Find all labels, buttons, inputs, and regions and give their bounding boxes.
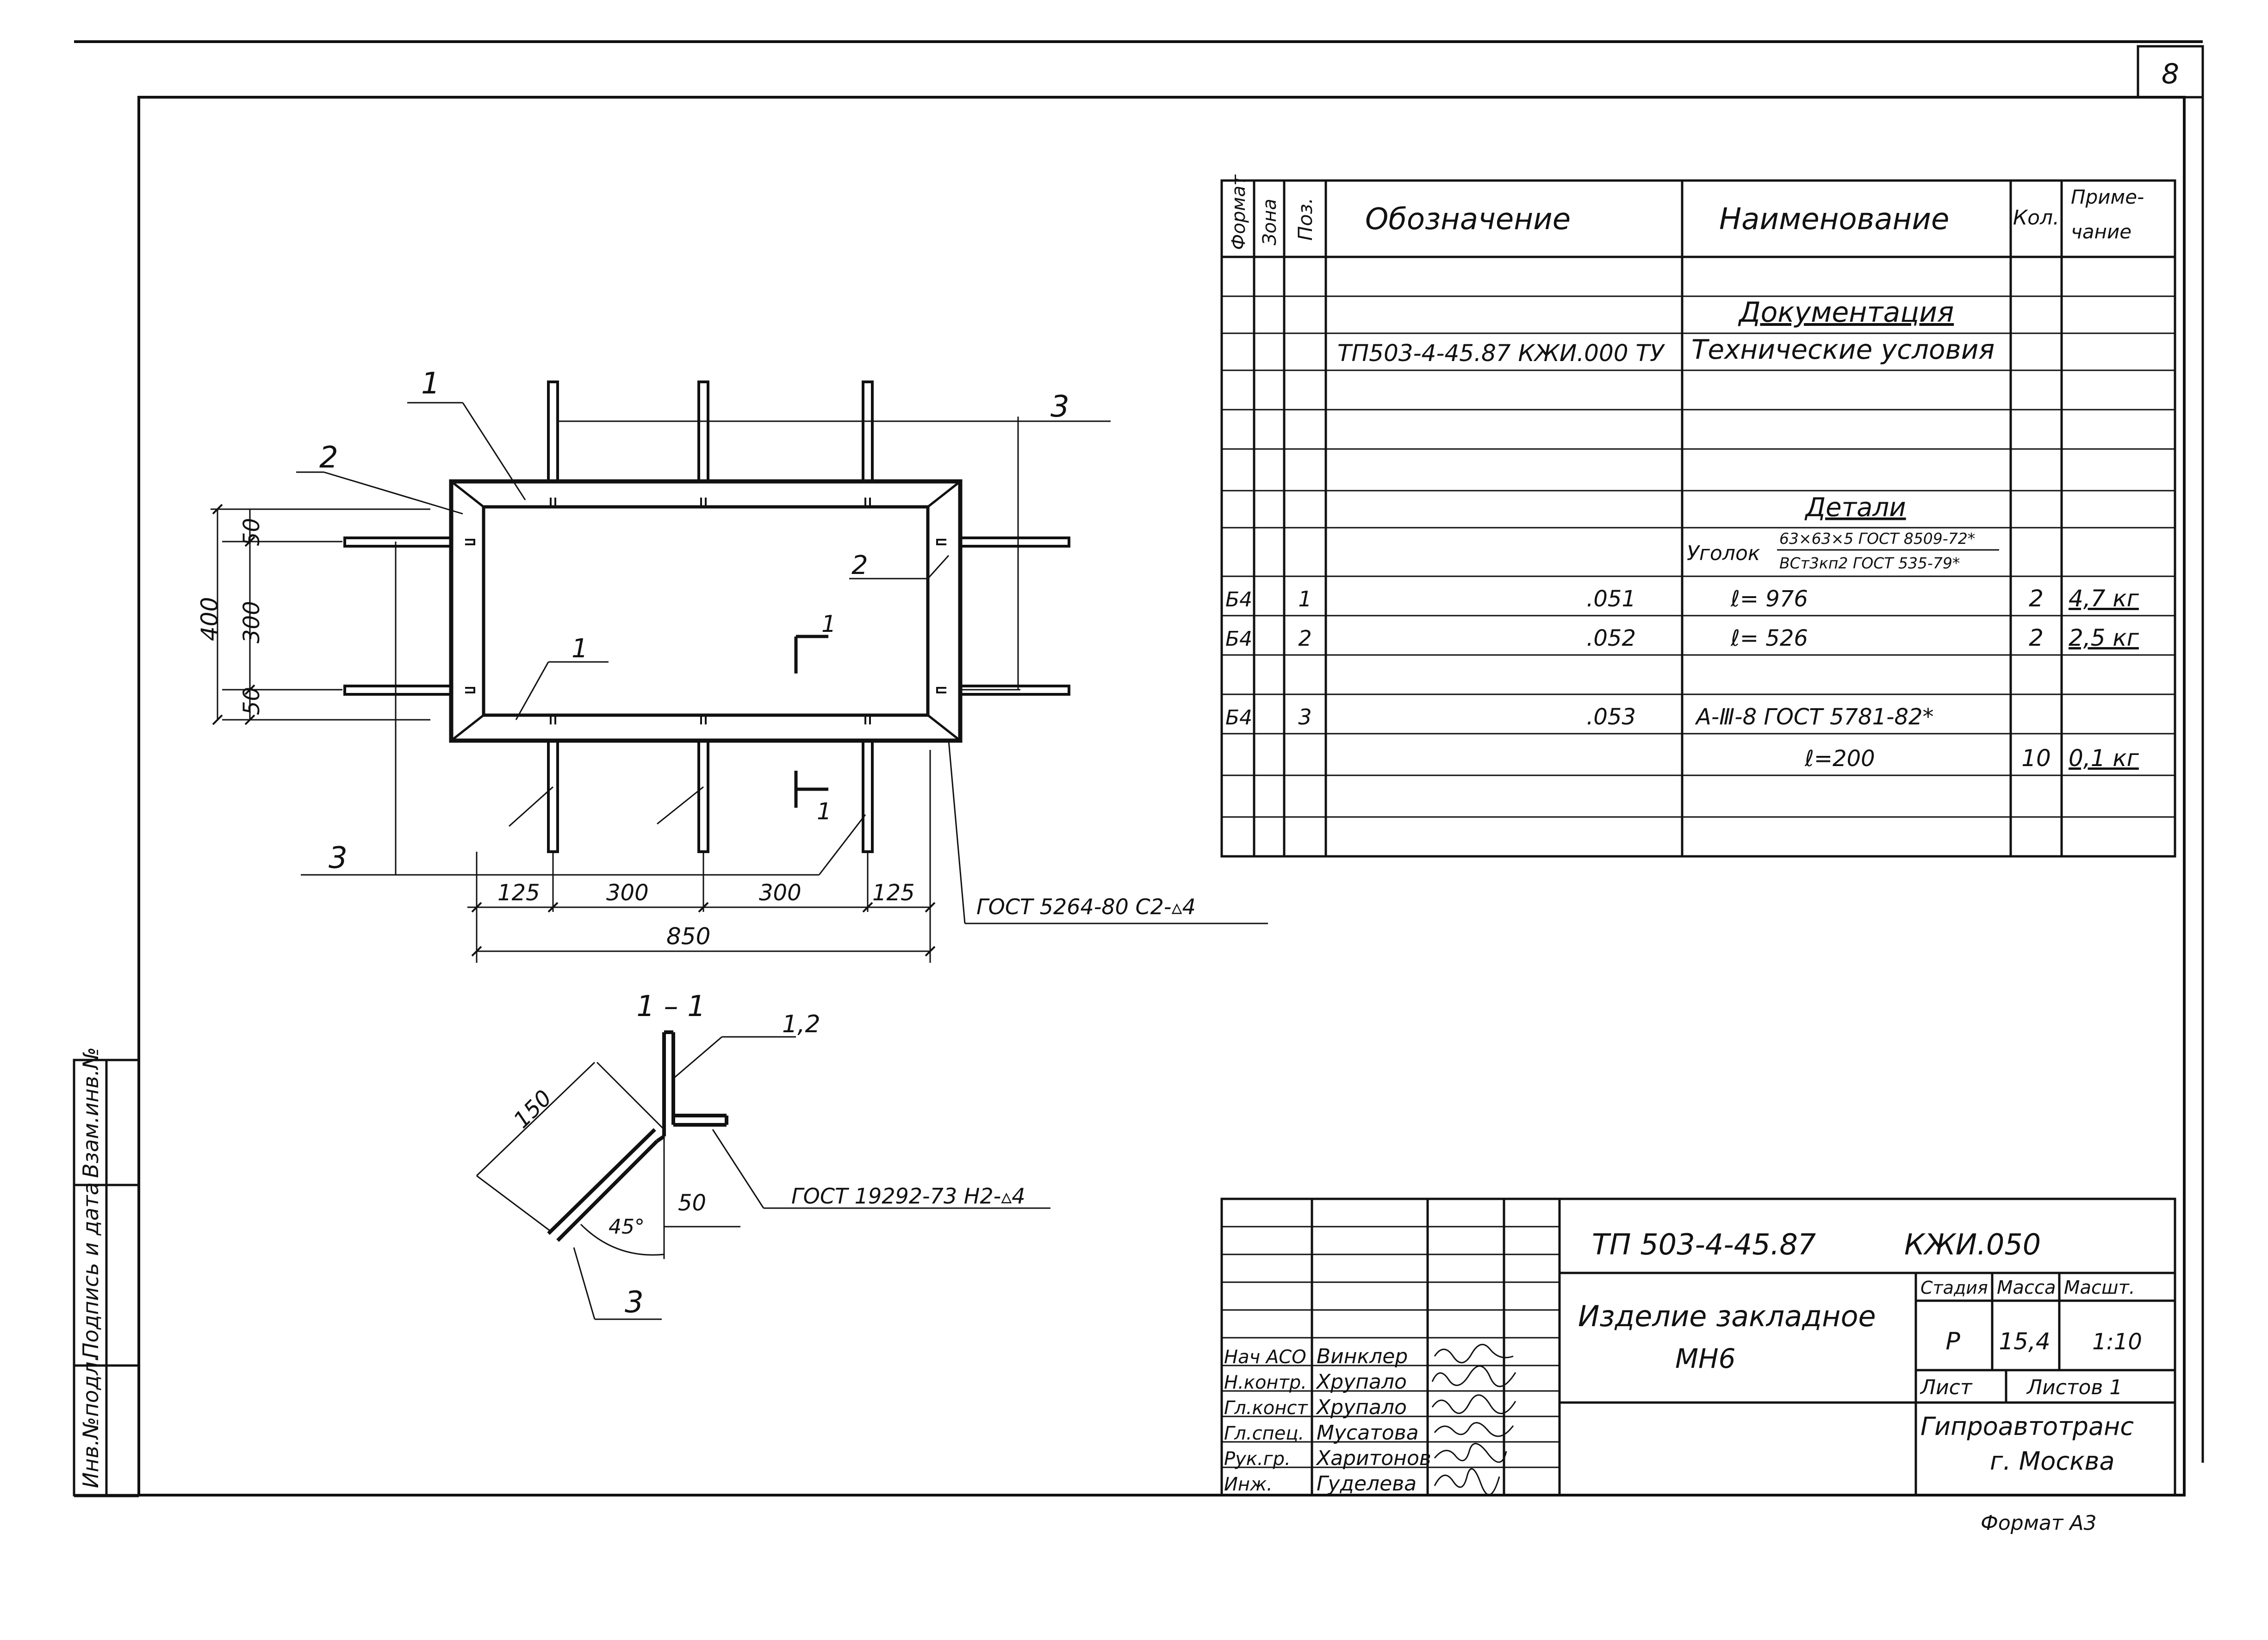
- title-block-stage: Р: [1945, 1328, 1960, 1355]
- spec-section-parts: Детали: [1804, 493, 1906, 523]
- dim-300-b: 300: [759, 880, 802, 906]
- spec-row-2-designation: .052: [1586, 625, 1636, 651]
- sheet-number: 8: [2162, 58, 2179, 90]
- spec-row-4-note: 0,1 кг: [2069, 745, 2139, 772]
- plan-label-2-inner: 2: [851, 550, 868, 580]
- spec-row-1-name: ℓ= 976: [1730, 586, 1808, 612]
- spec-angle-steel: ВСт3кп2 ГОСТ 535-79*: [1779, 554, 1960, 572]
- spec-row-2-qty: 2: [2029, 624, 2044, 651]
- staff-role-3: Гл.конст: [1224, 1397, 1308, 1419]
- staff-name-5: Харитонов: [1316, 1447, 1431, 1470]
- spec-row-1-qty: 2: [2029, 585, 2044, 612]
- dim-125-left: 125: [497, 880, 540, 906]
- title-block-grid: [1220, 1197, 2176, 1497]
- dim-850: 850: [666, 923, 710, 950]
- spec-row-3-name: А-Ⅲ-8 ГОСТ 5781-82*: [1695, 704, 1934, 730]
- section-dim-150: 150: [509, 1085, 557, 1133]
- title-block-code: ТП 503-4-45.87: [1592, 1228, 1816, 1261]
- spec-row-2-note: 2,5 кг: [2069, 624, 2139, 651]
- section-marker-bottom: 1: [817, 798, 832, 825]
- dim-300-a: 300: [606, 880, 649, 906]
- spec-header-qty: Кол.: [2013, 206, 2059, 230]
- staff-role-6: Инж.: [1224, 1474, 1273, 1495]
- spec-row-2-pos: 2: [1298, 626, 1311, 651]
- plan-label-3-bottom: 3: [329, 841, 348, 875]
- spec-row-1-designation: .051: [1586, 586, 1636, 612]
- staff-role-1: Нач АСО: [1224, 1347, 1306, 1368]
- section-weld-note: ГОСТ 19292-73 Н2-▵4: [791, 1184, 1025, 1209]
- title-block-sheets: Листов 1: [2026, 1376, 2122, 1399]
- plan-label-1-top: 1: [421, 367, 440, 401]
- staff-name-3: Хрупало: [1316, 1396, 1407, 1419]
- spec-row-3-designation: .053: [1586, 704, 1636, 730]
- staff-name-6: Гуделева: [1317, 1472, 1417, 1496]
- sheet-frame: [74, 40, 2204, 1497]
- title-block-title-2: МН6: [1675, 1343, 1736, 1374]
- spec-row-1-note: 4,7 кг: [2069, 585, 2139, 612]
- staff-role-5: Рук.гр.: [1224, 1448, 1291, 1470]
- dim-400-vertical: 400: [196, 597, 223, 641]
- side-stamp-inv-no: Инв.№подл.: [78, 1355, 103, 1488]
- section-label-3: 3: [625, 1285, 644, 1320]
- section-title: 1 – 1: [636, 989, 705, 1023]
- spec-row-2-name: ℓ= 526: [1730, 625, 1808, 651]
- staff-role-4: Гл.спец.: [1224, 1423, 1304, 1444]
- staff-name-2: Хрупало: [1316, 1370, 1407, 1394]
- spec-row-4-name: ℓ=200: [1804, 746, 1875, 772]
- title-block-scale: 1:10: [2092, 1329, 2142, 1355]
- section-view: [476, 1030, 1050, 1320]
- side-stamp-replaced-inv: Взам.инв.№: [78, 1047, 103, 1178]
- side-stamp: [73, 1059, 140, 1497]
- spec-header-pos: Поз.: [1294, 198, 1317, 241]
- spec-header-zone: Зона: [1259, 199, 1280, 245]
- staff-name-1: Винклер: [1317, 1345, 1408, 1368]
- spec-row-4-qty: 10: [2021, 745, 2051, 772]
- section-dim-50: 50: [678, 1190, 706, 1216]
- title-block-title-1: Изделие закладное: [1578, 1299, 1876, 1333]
- plan-view: [211, 380, 1268, 963]
- title-block-head-scale: Масшт.: [2064, 1277, 2135, 1298]
- plan-label-1-inner: 1: [572, 634, 588, 664]
- title-block-mark: КЖИ.050: [1904, 1228, 2041, 1261]
- staff-role-2: Н.контр.: [1224, 1372, 1307, 1393]
- spec-section-documentation: Документация: [1738, 296, 1954, 329]
- spec-header-designation: Обозначение: [1365, 202, 1571, 237]
- plan-weld-note: ГОСТ 5264-80 С2-▵4: [976, 894, 1196, 919]
- title-block-mass: 15,4: [1999, 1328, 2050, 1355]
- spec-row-1-format: Б4: [1225, 588, 1252, 611]
- staff-name-4: Мусатова: [1317, 1421, 1419, 1445]
- dim-50-bottom: 50: [239, 687, 265, 715]
- spec-row-2-format: Б4: [1225, 627, 1252, 651]
- section-label-1-2: 1,2: [782, 1010, 820, 1038]
- spec-header-name: Наименование: [1719, 202, 1949, 237]
- plan-label-3-right: 3: [1050, 390, 1069, 424]
- section-marker-top: 1: [821, 611, 836, 637]
- spec-doc-designation: ТП503-4-45.87 КЖИ.000 ТУ: [1337, 340, 1665, 367]
- spec-row-1-pos: 1: [1298, 586, 1311, 611]
- title-block-sheet: Лист: [1920, 1376, 1973, 1399]
- dim-125-right: 125: [872, 880, 915, 906]
- title-block-city: г. Москва: [1990, 1447, 2115, 1476]
- sheet-format-label: Формат А3: [1981, 1511, 2097, 1535]
- spec-header-note-2: чание: [2071, 220, 2131, 243]
- dim-300-vertical: 300: [239, 601, 265, 643]
- title-block-head-stage: Стадия: [1920, 1278, 1988, 1298]
- signatures: [1431, 1344, 1516, 1496]
- side-stamp-sign-date: Подпись и дата: [78, 1182, 103, 1359]
- spec-header-note-1: Приме-: [2071, 186, 2144, 208]
- title-block-head-mass: Масса: [1997, 1277, 2056, 1298]
- spec-angle-name: Уголок: [1687, 542, 1760, 565]
- spec-row-3-format: Б4: [1225, 706, 1252, 730]
- spec-angle-profile: 63×63×5 ГОСТ 8509-72*: [1779, 530, 1975, 548]
- plan-label-2-left: 2: [319, 441, 338, 475]
- dim-50-top: 50: [239, 518, 265, 546]
- spec-row-3-pos: 3: [1298, 705, 1311, 730]
- spec-table-grid: [1220, 179, 2176, 858]
- spec-doc-name: Технические условия: [1691, 334, 1995, 365]
- section-angle-45: 45°: [609, 1215, 645, 1239]
- spec-header-format: Формат: [1228, 174, 1249, 250]
- title-block-org: Гипроавтотранс: [1920, 1412, 2134, 1441]
